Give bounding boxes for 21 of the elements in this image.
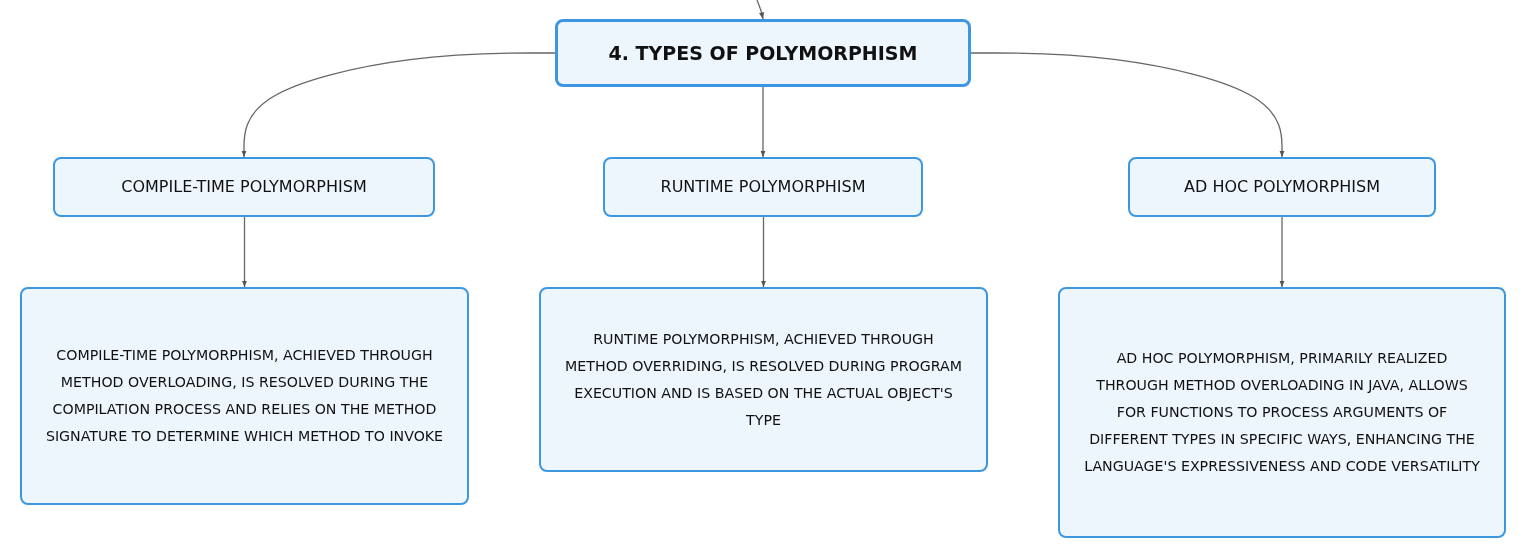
- topic-box: [1128, 157, 1436, 217]
- connector-arrow: [241, 52, 556, 158]
- connector-arrow: [760, 216, 767, 288]
- connector-arrow: [970, 52, 1285, 158]
- description-box: [1058, 287, 1506, 538]
- connector-arrow: [756, 0, 765, 20]
- description-box: [539, 287, 988, 472]
- description-box: [20, 287, 469, 505]
- connector-arrow: [760, 86, 766, 158]
- topic-label: COMPILE-TIME POLYMORPHISM: [121, 177, 367, 197]
- heading: 4. TYPES OF POLYMORPHISM: [608, 41, 918, 65]
- topic-box: [603, 157, 923, 217]
- topic-label: RUNTIME POLYMORPHISM: [660, 177, 866, 197]
- description-text: RUNTIME POLYMORPHISM, ACHIEVED THROUGH METHOD OVERRIDING, IS RESOLVED DURING PROGRAM EXECUTION AND IS BASED ON THE ACTUAL OBJECT'S TYPE: [564, 329, 963, 430]
- topic-label: AD HOC POLYMORPHISM: [1184, 177, 1380, 197]
- connector-arrow: [241, 216, 248, 288]
- description-text: COMPILE-TIME POLYMORPHISM, ACHIEVED THROUGH METHOD OVERLOADING, IS RESOLVED DURING THE COMPILATION PROCESS AND RELIES ON THE METHOD SIGNATURE TO DETERMINE WHICH METHOD TO INVOKE: [44, 346, 445, 446]
- connector-arrow: [1279, 216, 1285, 288]
- description-text: AD HOC POLYMORPHISM, PRIMARILY REALIZED THROUGH METHOD OVERLOADING IN JAVA, ALLOWS FOR FUNCTIONS TO PROCESS ARGUMENTS OF DIFFERENT TYPES IN SPECIFIC WAYS, ENHANCING THE LANGUAGE'S EXPRESSIVENESS AND CODE VERSATILITY: [1083, 349, 1481, 476]
- main-topic-box: [555, 19, 971, 87]
- topic-box: [53, 157, 435, 217]
